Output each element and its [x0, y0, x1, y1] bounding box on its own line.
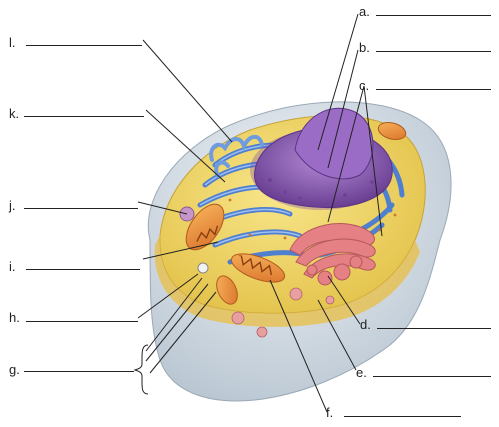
answer-line-l[interactable] — [26, 45, 142, 46]
answer-line-i[interactable] — [26, 269, 140, 270]
label-c: c. — [359, 78, 370, 93]
label-i: i. — [9, 259, 16, 274]
answer-line-e[interactable] — [373, 376, 491, 377]
answer-line-g[interactable] — [24, 371, 134, 372]
centriole — [197, 262, 209, 274]
answer-line-d[interactable] — [377, 328, 491, 329]
label-d: d. — [360, 317, 371, 332]
answer-line-c[interactable] — [376, 89, 491, 90]
label-j: j. — [9, 198, 16, 213]
mitochondrion-center — [230, 253, 286, 283]
mitochondrion-right — [377, 121, 407, 141]
label-f: f. — [326, 405, 334, 420]
bracket-g — [133, 344, 149, 395]
label-e: e. — [356, 365, 367, 380]
vesicles — [231, 287, 335, 338]
answer-line-b[interactable] — [376, 51, 491, 52]
answer-line-h[interactable] — [26, 321, 138, 322]
label-b: b. — [359, 40, 370, 55]
label-h: h. — [9, 310, 20, 325]
answer-line-f[interactable] — [344, 416, 461, 417]
label-k: k. — [9, 106, 20, 121]
answer-line-k[interactable] — [24, 116, 144, 117]
mitochondrion-lower — [216, 275, 238, 305]
label-l: l. — [9, 35, 16, 50]
label-g: g. — [9, 362, 20, 377]
answer-line-j[interactable] — [24, 208, 138, 209]
answer-line-a[interactable] — [376, 15, 491, 16]
smooth-er — [209, 134, 264, 178]
label-a: a. — [359, 4, 370, 19]
golgi-apparatus — [289, 223, 376, 286]
leader-lines — [137, 13, 383, 413]
